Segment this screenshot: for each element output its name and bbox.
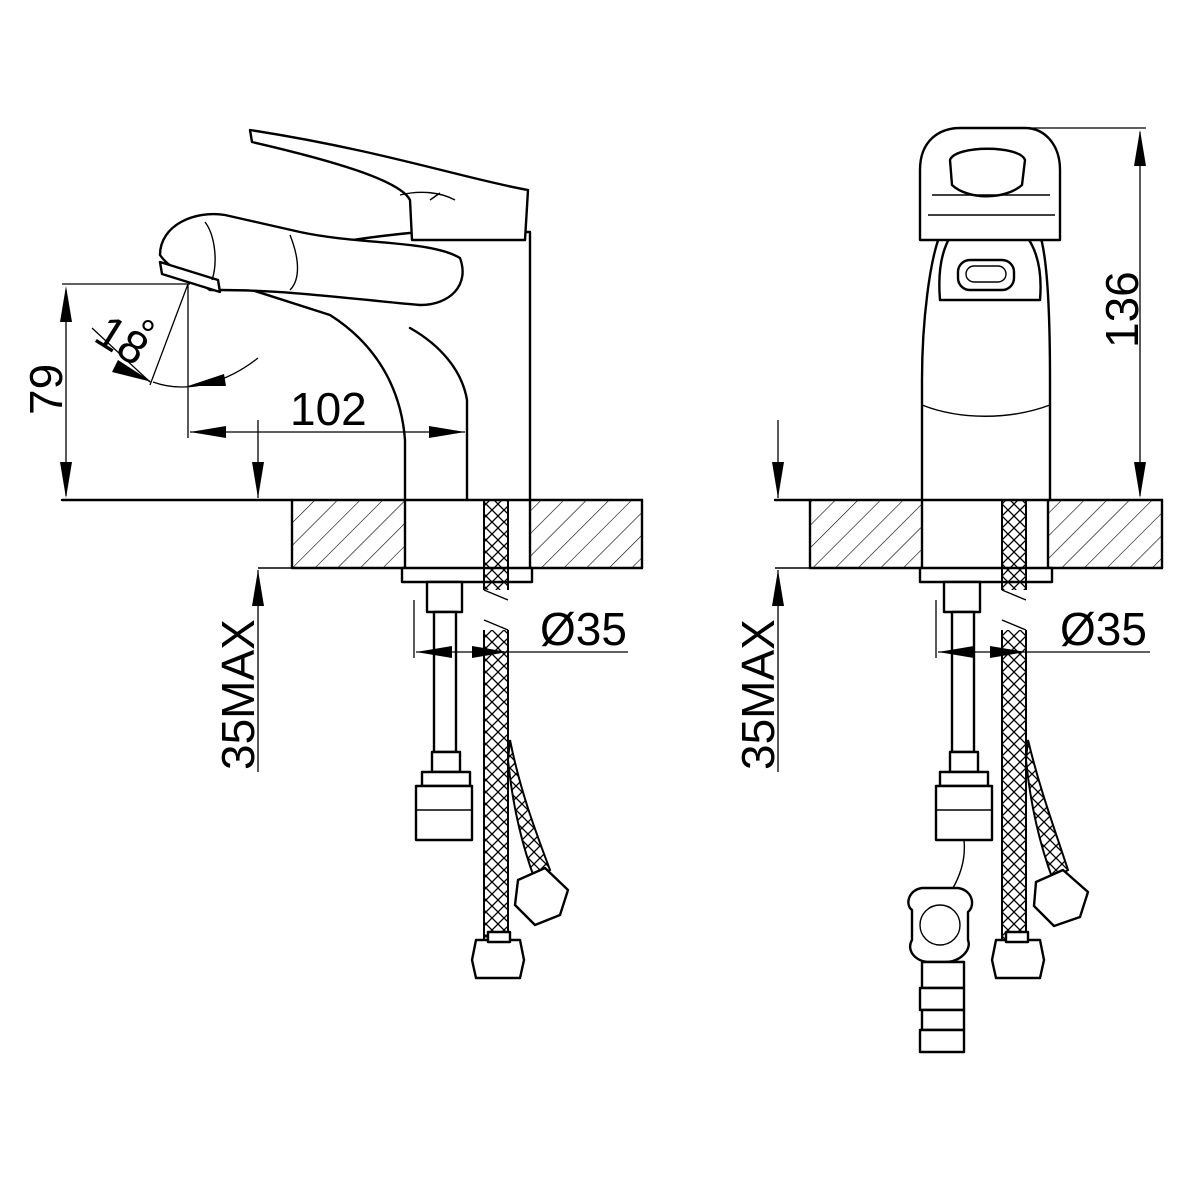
dim-102-label: 102 [290,383,367,435]
dim-136: 136 [1010,127,1148,498]
countertop-left [60,498,644,570]
dim-102: 102 [187,284,468,438]
dim-35max-left: 35MAX [212,420,264,772]
dim-18-unit: ° [140,313,156,357]
hoses-right [990,499,1090,980]
front-view: 136 35MAX Ø35 [732,126,1164,1054]
dim-dia35-left-label: Ø35 [540,603,627,655]
dim-136-label: 136 [1096,271,1148,348]
dim-35max-left-label: 35MAX [212,619,264,770]
dim-dia35-right: Ø35 [935,600,1150,658]
dim-79-label: 79 [20,364,72,415]
dim-18-angle: 18 ° [87,283,259,388]
dim-dia35-right-label: Ø35 [1060,603,1147,655]
hoses-left [470,499,570,980]
dim-79: 79 [20,283,190,498]
side-view: 79 102 18 ° 35MAX [20,128,644,980]
countertop-right [773,498,1164,570]
mounting-hardware-right [907,566,1054,1054]
dim-35max-right-label: 35MAX [732,619,784,770]
dim-35max-right: 35MAX [732,420,784,772]
dim-dia35-left: Ø35 [413,600,628,658]
faucet-body-side [158,128,532,502]
faucet-body-front [918,126,1062,502]
